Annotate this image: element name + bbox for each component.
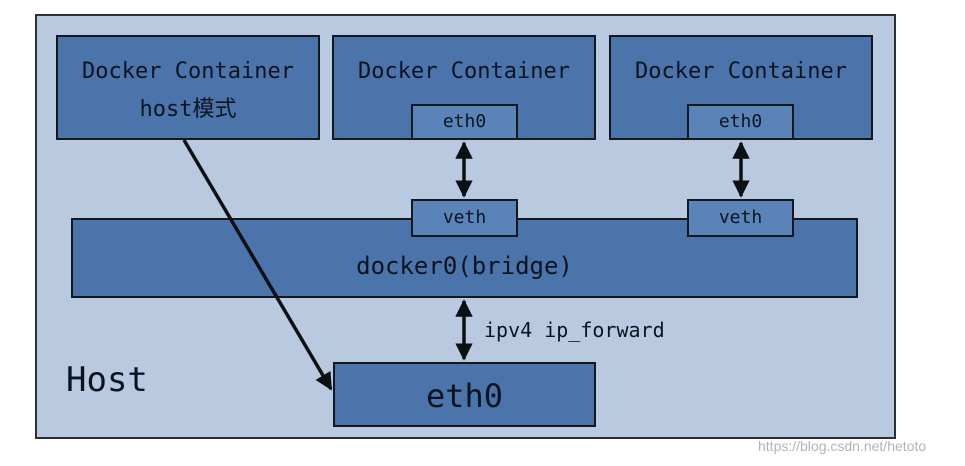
container-2-title: Docker Container [358, 59, 570, 84]
docker-container-host-mode: Docker Container host模式 [56, 35, 320, 140]
veth-right: veth [687, 199, 794, 237]
container-3-title: Docker Container [635, 59, 847, 84]
ip-forward-label: ipv4 ip_forward [484, 318, 665, 342]
container-host-title: Docker Container [82, 59, 294, 84]
host-eth0-label: eth0 [425, 377, 504, 415]
container-3-eth0-label: eth0 [718, 111, 763, 132]
host-label: Host [66, 360, 148, 400]
veth-left-label: veth [442, 207, 487, 228]
container-2-eth0-label: eth0 [442, 111, 487, 132]
host-eth0: eth0 [333, 362, 596, 427]
bridge-label: docker0(bridge) [356, 252, 573, 280]
container-host-mode-label: host模式 [139, 97, 237, 122]
veth-left: veth [411, 199, 518, 237]
container-2-eth0: eth0 [411, 104, 518, 140]
container-3-eth0: eth0 [687, 104, 794, 140]
watermark: https://blog.csdn.net/hetoto [758, 438, 927, 454]
veth-right-label: veth [718, 207, 763, 228]
